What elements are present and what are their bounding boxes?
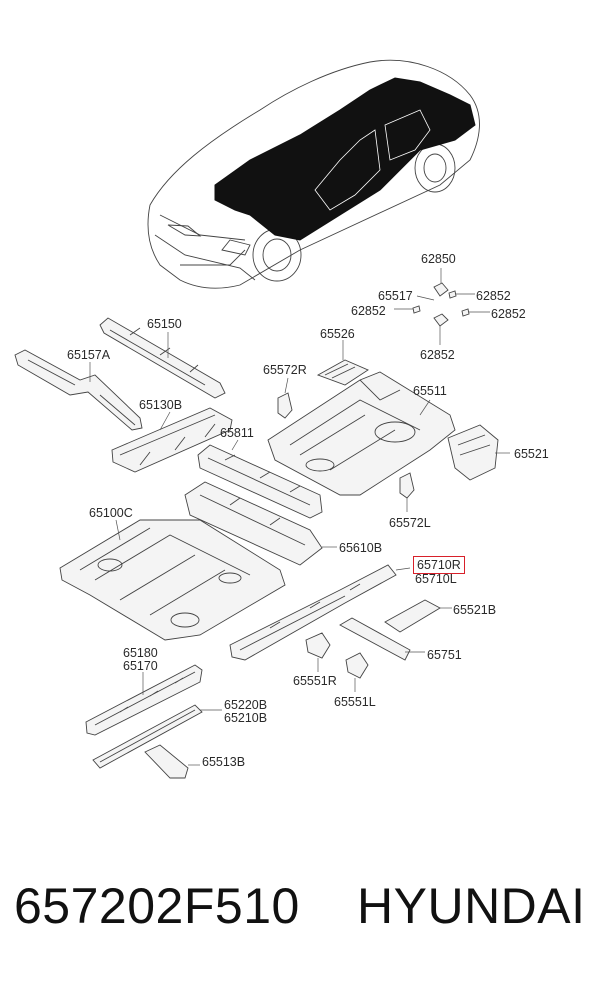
part-label-62852: 62852 bbox=[491, 307, 526, 321]
part-label-65521B: 65521B bbox=[453, 603, 497, 617]
clip-cluster-illustration bbox=[394, 268, 490, 345]
part-label-65157A: 65157A bbox=[67, 348, 111, 362]
member-65811 bbox=[197, 439, 323, 519]
panel-65526 bbox=[316, 340, 369, 386]
rail-65710 bbox=[229, 564, 411, 661]
part-label-62850: 62850 bbox=[421, 252, 456, 266]
bracket-65551R bbox=[305, 632, 331, 672]
part-label-65710L: 65710L bbox=[415, 572, 457, 586]
part-number-text: 657202F510 bbox=[14, 878, 300, 934]
reinforcement-65751 bbox=[339, 617, 425, 661]
part-label-65100C: 65100C bbox=[89, 506, 133, 520]
part-label-65710R-highlighted: 65710R bbox=[413, 556, 465, 574]
part-label-65210B: 65210B bbox=[224, 711, 268, 725]
part-label-65551R: 65551R bbox=[293, 674, 337, 688]
part-label-65517: 65517 bbox=[378, 289, 413, 303]
part-label-62852: 62852 bbox=[351, 304, 386, 318]
sill-65170 bbox=[85, 664, 203, 736]
part-label-65180: 65180 bbox=[123, 646, 158, 660]
rail-65157A bbox=[14, 349, 143, 431]
part-label-65130B: 65130B bbox=[139, 398, 183, 412]
bracket-65551L bbox=[345, 652, 369, 692]
part-label-65513B: 65513B bbox=[202, 755, 246, 769]
sill-65210B bbox=[92, 704, 222, 769]
rail-65130B bbox=[111, 407, 233, 473]
member-65610B bbox=[184, 481, 337, 566]
part-label-65521: 65521 bbox=[514, 447, 549, 461]
brand-text: HYUNDAI bbox=[357, 878, 586, 934]
part-label-65751: 65751 bbox=[427, 648, 462, 662]
part-label-65220B: 65220B bbox=[224, 698, 268, 712]
bracket-65572R bbox=[277, 377, 293, 419]
footer-caption: 657202F510 HYUNDAI bbox=[0, 870, 600, 950]
part-label-65551L: 65551L bbox=[334, 695, 376, 709]
part-label-62852: 62852 bbox=[420, 348, 455, 362]
part-label-65811: 65811 bbox=[220, 426, 254, 440]
part-label-65150: 65150 bbox=[147, 317, 182, 331]
floor-65511 bbox=[267, 371, 456, 496]
part-label-65572L: 65572L bbox=[389, 516, 431, 530]
part-label-65170: 65170 bbox=[123, 659, 158, 673]
parts-illustration bbox=[14, 59, 510, 779]
part-label-62852: 62852 bbox=[476, 289, 511, 303]
panel-65521 bbox=[447, 424, 510, 481]
car-body-illustration bbox=[147, 59, 480, 289]
bracket-65572L bbox=[399, 472, 415, 512]
part-label-65526: 65526 bbox=[320, 327, 355, 341]
part-label-65610B: 65610B bbox=[339, 541, 383, 555]
part-label-65511: 65511 bbox=[413, 384, 447, 398]
rail-65150 bbox=[99, 317, 226, 399]
part-label-65572R: 65572R bbox=[263, 363, 307, 377]
floor-65100C bbox=[59, 519, 286, 641]
bracket-65513B bbox=[144, 744, 200, 779]
bracket-65521B bbox=[384, 599, 452, 633]
parts-diagram: 62850 65517 62852 62852 62852 62852 6515… bbox=[14, 59, 549, 779]
